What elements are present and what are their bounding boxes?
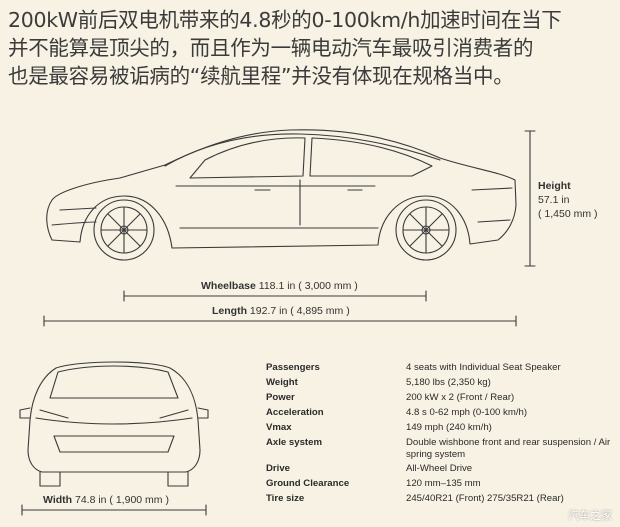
spec-value: 120 mm–135 mm [406,478,481,489]
width-value: 74.8 in ( 1,900 mm ) [74,494,169,506]
length-title: Length [212,305,247,317]
width-title: Width [43,494,73,506]
car-front-view [19,361,209,487]
height-value-mm: ( 1,450 mm ) [538,208,598,220]
spec-value: 245/40R21 (Front) 275/35R21 (Rear) [406,493,564,504]
headline-line-3: 也是最容易被诟病的“续航里程”并没有体现在规格当中。 [8,64,514,88]
spec-value: 4.8 s 0-62 mph (0-100 km/h) [406,407,528,418]
length-dimension-line [43,315,517,327]
spec-value: 149 mph (240 km/h) [406,422,492,433]
wheelbase-dimension-line [123,290,427,302]
length-label: Length 192.7 in ( 4,895 mm ) [212,305,350,317]
spec-key: Axle system [266,437,322,448]
headline: 200kW前后双电机带来的4.8秒的0-100km/h加速时间在当下 并不能算是… [8,6,614,90]
spec-key: Tire size [266,493,305,504]
spec-value: 4 seats with Individual Seat Speaker [406,362,561,373]
spec-key: Passengers [266,362,320,373]
spec-key: Acceleration [266,407,324,418]
length-value: 192.7 in ( 4,895 mm ) [249,305,350,317]
wheelbase-label: Wheelbase 118.1 in ( 3,000 mm ) [201,280,358,292]
height-value-in: 57.1 in [538,194,570,206]
wheelbase-value: 118.1 in ( 3,000 mm ) [258,280,358,292]
watermark: 汽车之家 [568,509,612,522]
height-title: Height [538,180,571,192]
car-side-view [46,129,517,261]
spec-value: All-Wheel Drive [406,463,473,474]
headline-line-2: 并不能算是顶尖的，而且作为一辆电动汽车最吸引消费者的 [8,36,534,60]
spec-value: 5,180 lbs (2,350 kg) [406,377,491,388]
width-label: Width 74.8 in ( 1,900 mm ) [43,494,169,506]
width-dimension-line [21,504,207,516]
height-label: Height 57.1 in ( 1,450 mm ) [538,179,598,221]
spec-key: Weight [266,377,298,388]
spec-value: Double wishbone front and rear suspensio… [406,437,611,460]
spec-key: Ground Clearance [266,478,350,489]
headline-line-1: 200kW前后双电机带来的4.8秒的0-100km/h加速时间在当下 [8,8,562,32]
height-dimension-line [524,130,536,267]
spec-key: Drive [266,463,290,474]
spec-key: Vmax [266,422,292,433]
spec-key: Power [266,392,295,403]
spec-value: 200 kW x 2 (Front / Rear) [406,392,515,403]
wheelbase-title: Wheelbase [201,280,256,292]
